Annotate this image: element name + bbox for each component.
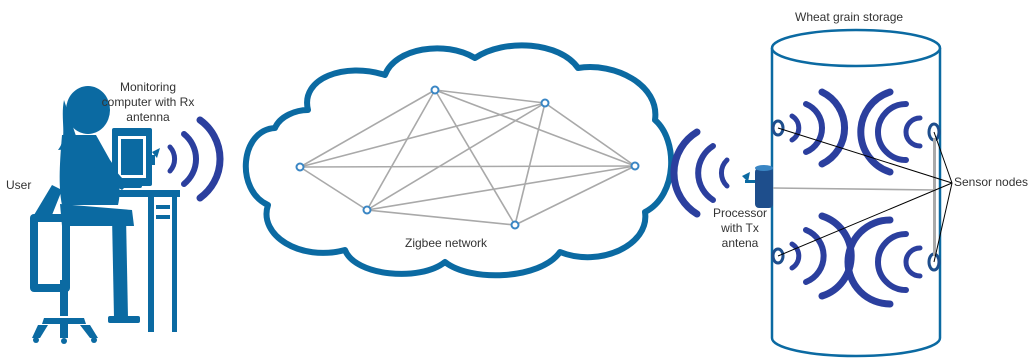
network-node-icon — [630, 161, 640, 171]
network-node-icon — [510, 220, 520, 230]
sensor-callout-lines — [777, 127, 953, 263]
zigbee-cloud — [242, 42, 675, 279]
monitoring-label-line2: computer with Rx — [101, 95, 195, 109]
user-label: User — [6, 178, 32, 192]
network-node-icon — [295, 162, 305, 172]
processor-icon — [742, 165, 773, 208]
network-node-icon — [362, 205, 372, 215]
wireless-signal-icon — [670, 128, 730, 218]
monitoring-label-line1: Monitoring — [119, 80, 177, 94]
wireless-signal-icon — [167, 116, 224, 202]
wheat-grain-storage-icon — [770, 28, 942, 358]
mesh-links — [299, 89, 636, 226]
user-at-computer-icon — [30, 86, 180, 344]
processor-label-line1: Processor — [712, 206, 768, 220]
mesh-nodes — [295, 85, 640, 230]
storage-title: Wheat grain storage — [795, 10, 904, 24]
network-node-icon — [540, 98, 550, 108]
processor-label: Processor with Tx antena — [700, 206, 780, 251]
monitoring-computer-label: Monitoring computer with Rx antenna — [88, 80, 208, 125]
zigbee-network-label: Zigbee network — [405, 236, 488, 250]
processor-label-line2: with Tx — [721, 221, 759, 235]
monitoring-label-line3: antenna — [126, 110, 170, 124]
sensor-nodes-label: Sensor nodes — [954, 175, 1029, 189]
rx-antenna-icon — [152, 148, 160, 165]
network-node-icon — [430, 85, 440, 95]
processor-sensor-link — [772, 187, 937, 191]
processor-label-line3: antena — [721, 236, 759, 250]
sensor-signal-waves — [789, 88, 923, 308]
